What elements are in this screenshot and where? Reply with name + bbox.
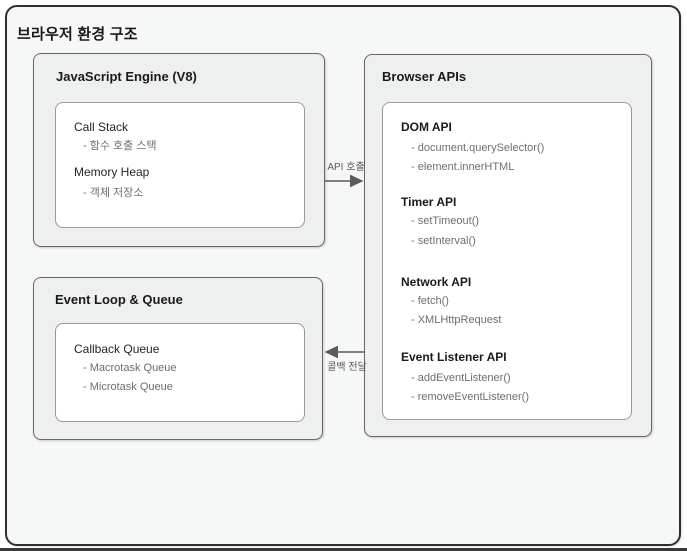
- event-loop-inner-box: [55, 323, 305, 422]
- item-detail: - Microtask Queue: [83, 381, 173, 393]
- diagram-title: 브라우저 환경 구조: [17, 26, 138, 43]
- js-engine-title: JavaScript Engine (V8): [56, 69, 197, 84]
- item-name: Callback Queue: [74, 342, 160, 356]
- callback-arrow-label: 콜백 전달: [327, 362, 367, 373]
- item-detail: - setTimeout(): [411, 215, 480, 227]
- item-detail: - XMLHttpRequest: [411, 314, 502, 326]
- item-name: Call Stack: [74, 120, 129, 134]
- item-detail: - setInterval(): [411, 235, 476, 247]
- browser-apis-title: Browser APIs: [382, 69, 467, 84]
- item-name: Network API: [401, 275, 472, 289]
- item-detail: - 함수 호출 스택: [83, 140, 157, 152]
- window-bottom-edge: [0, 548, 687, 551]
- item-detail: - Macrotask Queue: [83, 362, 177, 374]
- item-detail: - 객체 저장소: [83, 187, 144, 199]
- item-name: Timer API: [401, 195, 457, 209]
- item-name: Memory Heap: [74, 165, 150, 179]
- browser-apis-inner-box: [382, 102, 632, 420]
- item-name: Event Listener API: [401, 350, 507, 364]
- item-name: DOM API: [401, 120, 452, 134]
- event-loop-title: Event Loop & Queue: [55, 292, 183, 307]
- item-detail: - document.querySelector(): [411, 142, 545, 154]
- api-call-arrow-label: API 호출: [327, 162, 365, 173]
- item-detail: - removeEventListener(): [411, 391, 529, 403]
- item-detail: - fetch(): [411, 295, 449, 307]
- js-engine-inner-box: [55, 102, 305, 228]
- item-detail: - element.innerHTML: [411, 161, 515, 173]
- item-detail: - addEventListener(): [411, 372, 511, 384]
